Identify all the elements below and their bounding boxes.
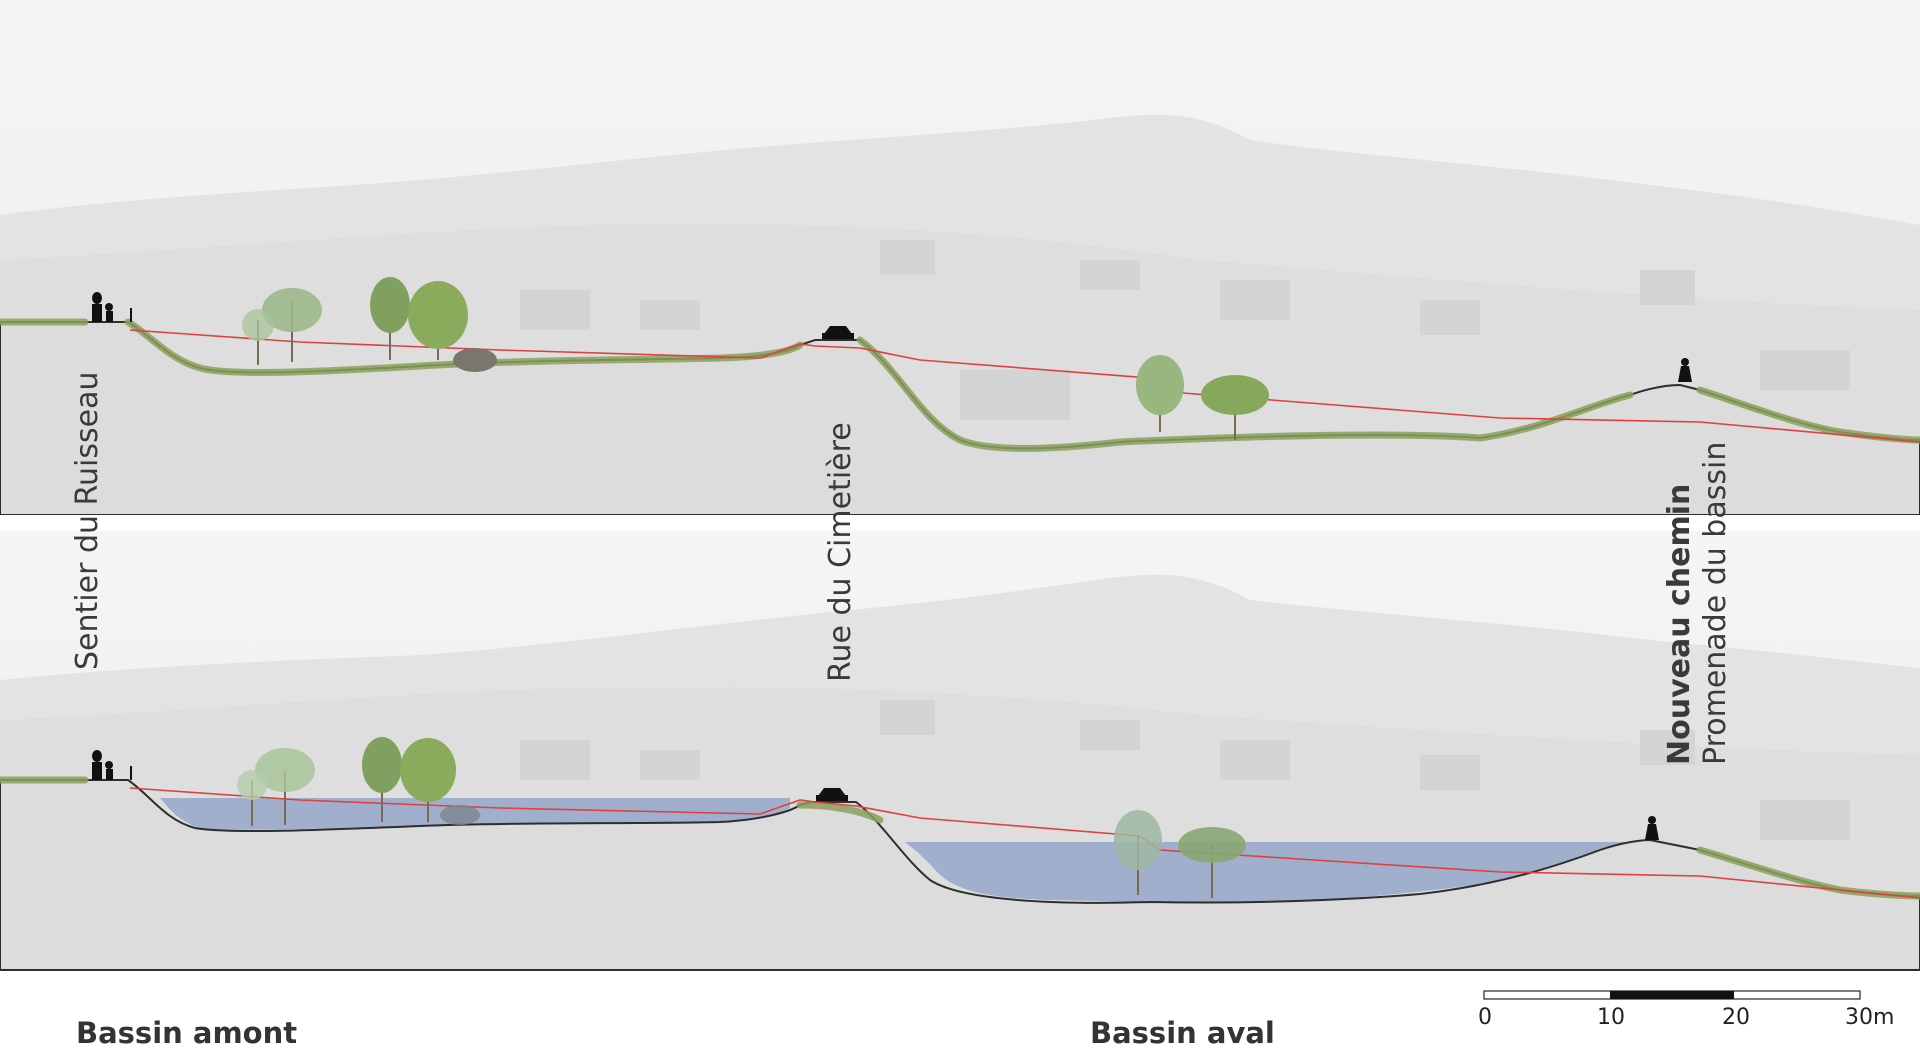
label-promenade: Promenade du bassin: [1698, 441, 1733, 765]
scale-bar: [1483, 990, 1861, 1000]
section-top: [0, 0, 1920, 516]
title-bassin-amont: Bassin amont: [76, 1016, 298, 1050]
vegetation-band-top: [0, 318, 1920, 452]
trees-bottom: [237, 737, 1246, 898]
figures-bottom: [92, 750, 1659, 840]
water-basin-aval: [905, 842, 1630, 903]
houses-top: [520, 240, 1850, 420]
label-sentier: Sentier du Ruisseau: [70, 371, 105, 671]
scale-tick-10: 10: [1597, 1005, 1625, 1030]
figures-top: [92, 292, 1692, 382]
existing-profile-line-top: [129, 329, 1920, 443]
label-rue: Rue du Cimetière: [823, 422, 858, 682]
label-nouveau-chemin: Nouveau chemin: [1662, 483, 1697, 765]
houses-bottom: [520, 700, 1850, 840]
label-chemin-group: Nouveau chemin Promenade du bassin: [1662, 442, 1734, 765]
scale-tick-20: 20: [1722, 1005, 1750, 1030]
scale-tick-0: 0: [1478, 1005, 1492, 1030]
title-bassin-aval: Bassin aval: [1090, 1016, 1275, 1050]
section-divider: [0, 515, 1920, 531]
existing-profile-line-bottom: [129, 787, 1920, 899]
scale-tick-30: 30m: [1845, 1005, 1895, 1030]
trees-top: [242, 277, 1269, 440]
section-bottom: [0, 531, 1920, 971]
